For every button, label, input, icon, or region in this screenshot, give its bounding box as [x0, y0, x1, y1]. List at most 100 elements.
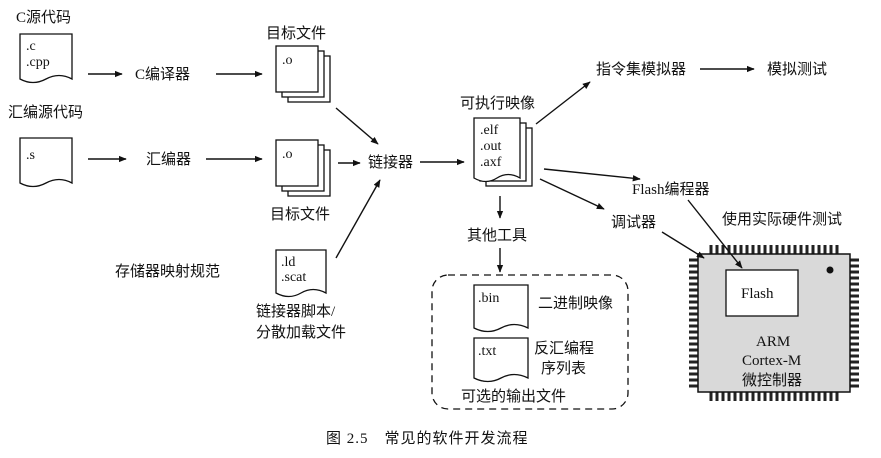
- arrow-obj-top-to-linker: [335, 107, 379, 145]
- chip-pin: [745, 245, 749, 254]
- arrow-exec-to-simulator: [535, 81, 591, 125]
- chip-pin: [850, 336, 859, 340]
- object-file-bottom-ext: .o: [282, 147, 293, 162]
- linker-label: 链接器: [368, 154, 413, 171]
- simulation-test-label: 模拟测试: [767, 61, 827, 78]
- chip-pin: [715, 245, 719, 254]
- chip-pin: [850, 282, 859, 286]
- chip-pin: [689, 312, 698, 316]
- chip-pin: [689, 366, 698, 370]
- c-compiler-label: C编译器: [135, 66, 190, 83]
- chip-pin: [689, 282, 698, 286]
- chip-pin: [757, 245, 761, 254]
- chip-pin: [769, 392, 773, 401]
- chip-pin: [689, 354, 698, 358]
- linker-script-caption-2: 分散加载文件: [256, 324, 346, 341]
- chip-pin: [787, 245, 791, 254]
- chip-pin: [850, 258, 859, 262]
- chip-pin: [715, 392, 719, 401]
- chip-pin: [689, 294, 698, 298]
- optional-outputs-label: 可选的输出文件: [461, 388, 566, 405]
- axf-file-ext: .axf: [480, 155, 502, 170]
- debugger-label: 调试器: [611, 214, 656, 231]
- chip-pin: [689, 384, 698, 388]
- chip-pin: [823, 392, 827, 401]
- chip-pin: [745, 392, 749, 401]
- scat-file-ext: .scat: [281, 270, 306, 285]
- txt-file-ext: .txt: [478, 344, 496, 359]
- chip-pin: [850, 330, 859, 334]
- chip-pin: [689, 288, 698, 292]
- chip-pin: [823, 245, 827, 254]
- chip-pin: [775, 392, 779, 401]
- chip-pin: [721, 245, 725, 254]
- chip-pin: [689, 342, 698, 346]
- chip-pin: [793, 392, 797, 401]
- chip-flash-label: Flash: [741, 286, 774, 302]
- chip-pin: [850, 324, 859, 328]
- chip-pin: [775, 245, 779, 254]
- chip-pin: [811, 392, 815, 401]
- disassembly-label-2: 序列表: [541, 360, 586, 377]
- chip-pin: [781, 392, 785, 401]
- chip-pin: [751, 245, 755, 254]
- chip-pin: [689, 336, 698, 340]
- asm-source-file-icon: .s: [19, 137, 73, 188]
- executable-file-icon: .elf .out .axf: [473, 117, 533, 187]
- chip-pin: [757, 392, 761, 401]
- chip-pin: [727, 245, 731, 254]
- chip-pin: [829, 245, 833, 254]
- flash-programmer-label: Flash编程器: [632, 181, 710, 198]
- chip-pin: [689, 330, 698, 334]
- chip-pin: [850, 264, 859, 268]
- arrow-exec-to-flash-programmer: [543, 168, 641, 182]
- chip-pin: [727, 392, 731, 401]
- object-file-top-icon: .o: [275, 45, 331, 103]
- binary-image-label: 二进制映像: [538, 295, 613, 312]
- asm-source-title: 汇编源代码: [8, 104, 83, 121]
- c-source-file-icon: .c .cpp: [19, 33, 73, 84]
- chip-pin: [799, 245, 803, 254]
- object-file-top-ext: .o: [282, 53, 293, 68]
- cpp-file-ext: .cpp: [26, 55, 50, 70]
- chip-pin: [850, 372, 859, 376]
- microcontroller-chip: Flash ARM Cortex-M 微控制器: [689, 245, 859, 401]
- chip-pin: [763, 392, 767, 401]
- chip-pin: [850, 348, 859, 352]
- linker-script-caption-1: 链接器脚本/: [256, 303, 336, 320]
- hardware-test-label: 使用实际硬件测试: [722, 211, 842, 228]
- chip-pin: [829, 392, 833, 401]
- chip-pin: [850, 342, 859, 346]
- chip-pin: [721, 392, 725, 401]
- arrow-exec-to-debugger: [539, 178, 605, 210]
- ld-file-ext: .ld: [281, 255, 295, 270]
- chip-pin: [850, 300, 859, 304]
- chip-pin: [850, 354, 859, 358]
- object-file-top-label: 目标文件: [266, 25, 326, 42]
- chip-pin: [709, 245, 713, 254]
- disassembly-label-1: 反汇编程: [534, 340, 594, 357]
- chip-pin: [739, 392, 743, 401]
- chip-pin: [811, 245, 815, 254]
- chip-pin: [689, 258, 698, 262]
- arrow-debugger-to-chip: [661, 231, 705, 259]
- chip-pin: [787, 392, 791, 401]
- chip-pin: [739, 245, 743, 254]
- chip-pin: [835, 245, 839, 254]
- chip-pin: [850, 294, 859, 298]
- object-file-bottom-icon: .o: [275, 139, 331, 197]
- other-tools-label: 其他工具: [467, 227, 527, 244]
- chip-pin: [751, 392, 755, 401]
- chip-pin: [733, 392, 737, 401]
- chip-pin: [850, 318, 859, 322]
- chip-pin: [689, 306, 698, 310]
- chip-pin: [689, 264, 698, 268]
- chip-pin: [850, 378, 859, 382]
- chip-pins: [689, 245, 859, 401]
- c-file-ext: .c: [26, 39, 36, 54]
- executable-label: 可执行映像: [460, 95, 535, 112]
- arrow-flash-programmer-to-flash: [687, 199, 743, 269]
- chip-pin: [709, 392, 713, 401]
- chip-pin: [733, 245, 737, 254]
